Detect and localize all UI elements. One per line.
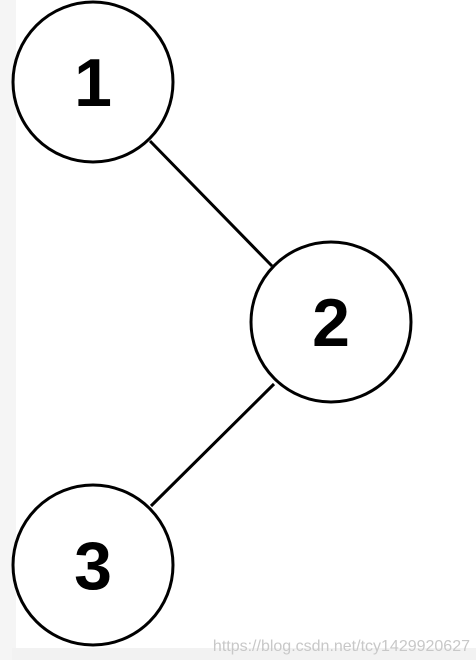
tree-node-3: 3: [11, 483, 175, 647]
node-3-label: 3: [74, 528, 112, 604]
left-edge-strip: [0, 0, 16, 660]
node-2-circle: [249, 240, 413, 404]
edge-1-2: [148, 139, 274, 268]
bottom-band: [12, 648, 476, 660]
node-1-circle: [11, 0, 175, 164]
node-1-label: 1: [74, 45, 112, 121]
node-2-label: 2: [312, 285, 350, 361]
tree-node-2: 2: [249, 240, 413, 404]
tree-node-1: 1: [11, 0, 175, 164]
watermark-text: https://blog.csdn.net/tcy1429920627: [212, 638, 470, 655]
node-3-circle: [11, 483, 175, 647]
edge-2-3: [149, 382, 276, 508]
